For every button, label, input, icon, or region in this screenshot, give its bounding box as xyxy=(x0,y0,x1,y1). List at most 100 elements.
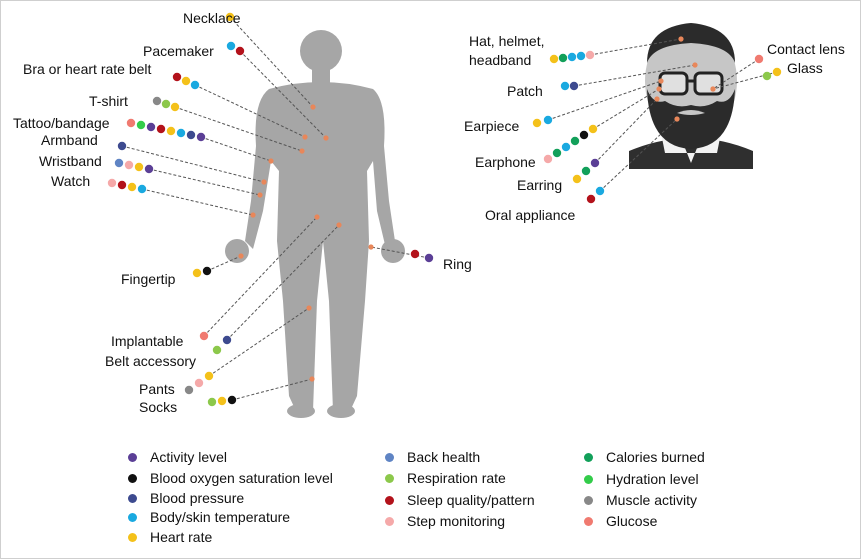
metric-dot-tattoo xyxy=(126,118,136,128)
metric-dot-pants xyxy=(194,378,204,388)
legend-item: Blood oxygen saturation level xyxy=(128,469,333,487)
legend-item: Hydration level xyxy=(584,470,699,488)
leader-lines xyxy=(121,16,778,401)
metric-dot-tshirt xyxy=(170,102,180,112)
anchor-points xyxy=(238,36,716,382)
legend-item: Muscle activity xyxy=(584,491,697,509)
anchor-point-patch xyxy=(692,62,698,68)
anchor-point-earring xyxy=(654,96,660,102)
legend-item: Respiration rate xyxy=(385,469,506,487)
legend-item: Back health xyxy=(385,448,480,466)
anchor-point-wristband xyxy=(257,192,263,198)
metric-dot-glass xyxy=(762,71,772,81)
leader-line-tshirt xyxy=(174,106,303,152)
label-ring: Ring xyxy=(443,256,472,272)
metric-dot-pacemaker xyxy=(226,41,236,51)
leader-line-watch xyxy=(141,188,254,216)
metric-dot-implant xyxy=(199,331,209,341)
label-patch: Patch xyxy=(507,83,543,99)
metric-dot-tattoo xyxy=(136,120,146,130)
anchor-point-bra xyxy=(302,134,308,140)
head-with-glasses-illustration xyxy=(629,23,753,169)
metric-dot-bra xyxy=(181,76,191,86)
metric-dot-earpiece xyxy=(532,118,542,128)
legend-label: Heart rate xyxy=(150,529,213,545)
metric-dot-tattoo xyxy=(196,132,206,142)
metric-dot-pants xyxy=(184,385,194,395)
anchor-point-socks xyxy=(309,376,315,382)
metric-dot-watch xyxy=(117,180,127,190)
anchor-point-tattoo xyxy=(268,158,274,164)
legend-dot xyxy=(385,495,394,505)
label-tshirt: T-shirt xyxy=(89,93,128,109)
leader-line-pants xyxy=(208,307,310,377)
label-belt-accessory: Belt accessory xyxy=(105,353,197,369)
anchor-point-oral xyxy=(674,116,680,122)
label-oral-appliance: Oral appliance xyxy=(485,207,576,223)
legend-dot xyxy=(385,473,394,483)
metric-dot-wristband xyxy=(134,162,144,172)
metric-dot-oral xyxy=(586,194,596,204)
legend-item: Sleep quality/pattern xyxy=(385,491,535,509)
leader-line-tattoo xyxy=(200,136,272,162)
legend-item: Glucose xyxy=(584,512,657,530)
label-earphone: Earphone xyxy=(475,154,536,170)
anchor-point-pants xyxy=(306,305,312,311)
metric-dot-earphone xyxy=(570,136,580,146)
metric-dot-bra xyxy=(190,80,200,90)
metric-dot-wristband xyxy=(114,158,124,168)
metric-dot-belt xyxy=(222,335,232,345)
leader-line-contact xyxy=(712,58,760,90)
anchor-point-armband xyxy=(261,179,267,185)
anchor-point-glass xyxy=(710,86,716,92)
legend-dot xyxy=(584,516,593,526)
metric-dot-watch xyxy=(107,178,117,188)
leader-line-wristband xyxy=(148,168,261,196)
metric-dot-earphone xyxy=(552,148,562,158)
leader-line-bra xyxy=(194,84,306,138)
legend-label: Hydration level xyxy=(606,471,699,487)
metric-dot-watch xyxy=(137,184,147,194)
leader-line-necklace xyxy=(229,16,314,108)
metric-dot-wristband xyxy=(144,164,154,174)
label-hat-line1: Hat, helmet, xyxy=(469,33,545,49)
legend-dot xyxy=(584,474,593,484)
anchor-point-implant xyxy=(314,214,320,220)
metric-dot-patch xyxy=(569,81,579,91)
label-wristband: Wristband xyxy=(39,153,102,169)
legend-dot xyxy=(385,452,394,462)
legend-dot xyxy=(128,473,137,483)
label-socks: Socks xyxy=(139,399,178,415)
legend-label: Blood oxygen saturation level xyxy=(150,470,333,486)
metric-dot-earphone xyxy=(543,154,553,164)
metric-dot-pants xyxy=(204,371,214,381)
label-armband: Armband xyxy=(41,132,98,148)
metric-dot-hat xyxy=(549,54,559,64)
metric-dot-wristband xyxy=(124,160,134,170)
anchor-point-tshirt xyxy=(299,148,305,154)
anchor-point-belt xyxy=(336,222,342,228)
metric-dot-belt xyxy=(212,345,222,355)
anchor-point-earpiece xyxy=(658,78,664,84)
anchor-point-pacemaker xyxy=(323,135,329,141)
metric-dot-tattoo xyxy=(186,130,196,140)
legend-dot xyxy=(128,452,137,462)
legend-label: Back health xyxy=(407,449,481,465)
metric-dot-fingertip xyxy=(202,266,212,276)
metric-dot-tshirt xyxy=(152,96,162,106)
legend-dot xyxy=(128,493,137,503)
label-watch: Watch xyxy=(51,173,91,189)
legend-item: Heart rate xyxy=(128,528,212,546)
legend-label: Blood pressure xyxy=(150,490,245,506)
metric-dot-socks xyxy=(207,397,217,407)
metric-dot-socks xyxy=(217,396,227,406)
anchor-point-ring xyxy=(368,244,374,250)
legend-label: Respiration rate xyxy=(407,470,506,486)
legend-label: Sleep quality/pattern xyxy=(407,492,535,508)
anchor-point-watch xyxy=(250,212,256,218)
label-implantable: Implantable xyxy=(111,333,184,349)
metric-dot-earphone xyxy=(579,130,589,140)
metric-dot-ring xyxy=(424,253,434,263)
metric-dot-ring xyxy=(410,249,420,259)
